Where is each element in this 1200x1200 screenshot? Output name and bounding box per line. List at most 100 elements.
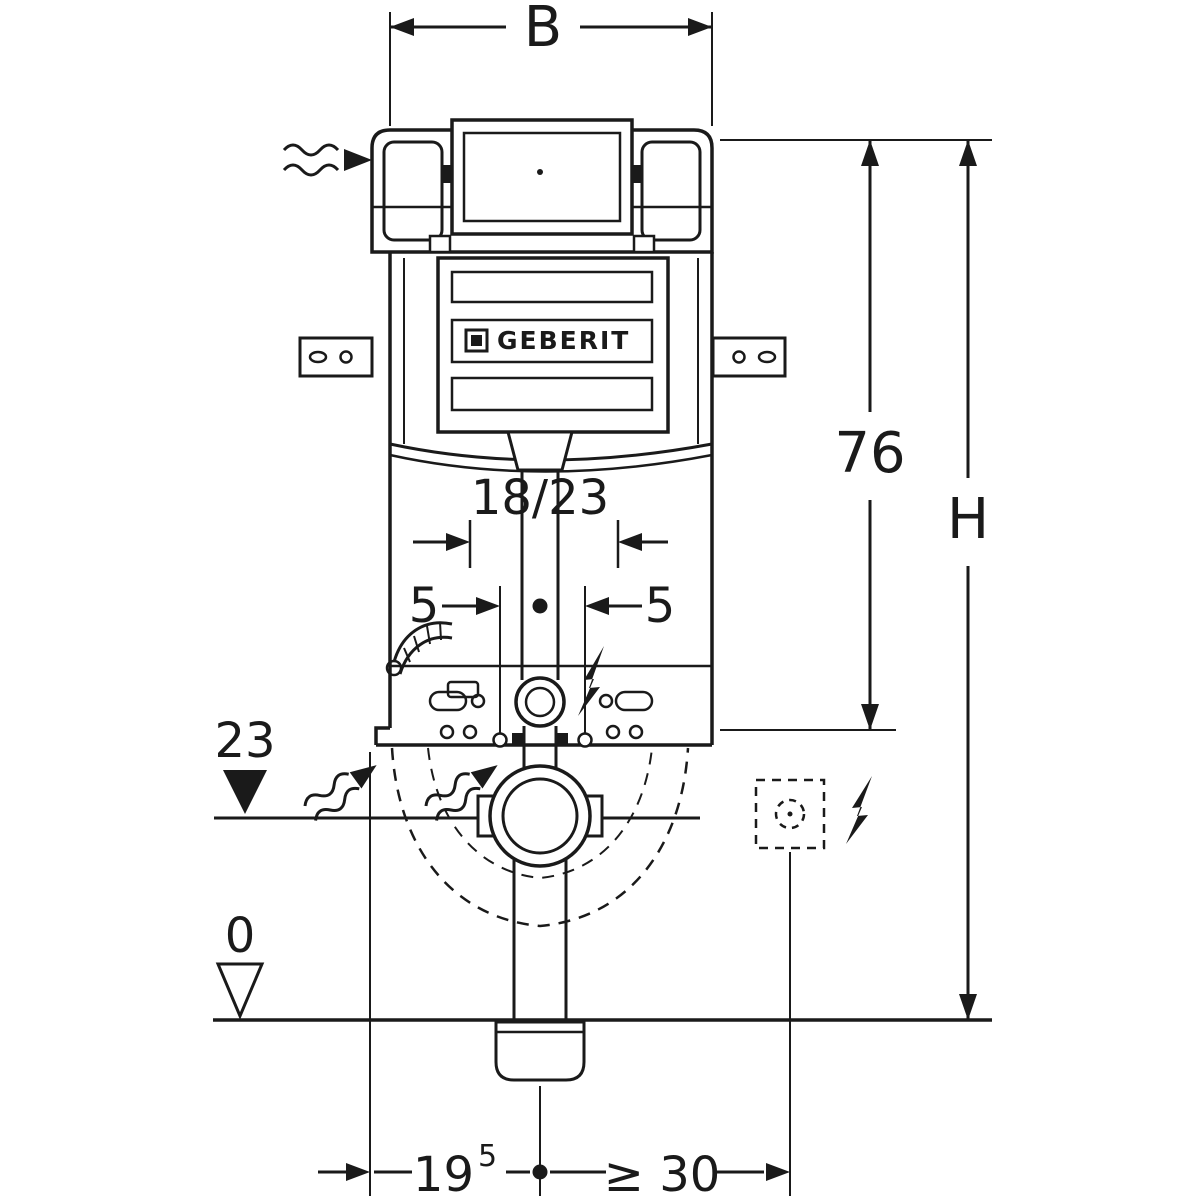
window-center-dot bbox=[537, 169, 543, 175]
flush-actuator-box bbox=[370, 118, 714, 254]
wave-line bbox=[435, 786, 481, 821]
dim-76-label: 76 bbox=[834, 421, 905, 486]
cistern-rib-bottom bbox=[450, 376, 654, 412]
cistern-rib-top bbox=[450, 270, 654, 304]
box-foot-left bbox=[428, 234, 452, 254]
concealed-cistern: GEBERIT bbox=[436, 256, 670, 472]
level-triangle-open-icon bbox=[215, 962, 265, 1020]
arrow-right-icon bbox=[476, 597, 500, 615]
supply-fitting bbox=[446, 680, 480, 699]
hose-rib bbox=[413, 635, 420, 653]
center-point-dot bbox=[532, 598, 548, 614]
brand-label: GEBERIT bbox=[497, 326, 630, 355]
arrow-left-icon bbox=[618, 533, 642, 551]
pipe-clamp-left bbox=[512, 733, 523, 744]
wave-line bbox=[314, 786, 360, 821]
arrow-down-icon bbox=[861, 704, 879, 730]
dim-5-left-label: 5 bbox=[409, 578, 440, 634]
wall-brackets bbox=[298, 336, 787, 378]
supply-hose-inner bbox=[398, 635, 453, 675]
window-tab-right bbox=[632, 165, 641, 183]
frame-foot-left bbox=[374, 726, 390, 745]
electric-box-circle bbox=[774, 798, 806, 830]
access-window-inner bbox=[462, 131, 622, 223]
level-23-marker: 23 bbox=[214, 713, 700, 820]
corner-insert-left bbox=[382, 140, 444, 242]
bracket-right bbox=[711, 336, 787, 378]
base-hole-left bbox=[470, 693, 486, 709]
level-23-label: 23 bbox=[214, 713, 275, 769]
dim-30-label: ≥ 30 bbox=[604, 1147, 721, 1200]
arrow-right-icon bbox=[344, 149, 372, 171]
bracket-left bbox=[298, 336, 374, 378]
dimension-18-23: 18/23 bbox=[413, 470, 668, 568]
dimension-bottom: 19 5 ≥ 30 bbox=[318, 752, 791, 1200]
base-slot-right bbox=[614, 690, 654, 712]
pan-outer-dashed bbox=[390, 747, 690, 928]
dimension-5: 5 5 bbox=[409, 578, 676, 742]
connection-nipple-right bbox=[577, 732, 593, 748]
bracket-left-hole bbox=[339, 350, 353, 364]
arrow-down-icon bbox=[959, 994, 977, 1020]
outlet-circle-outer bbox=[488, 764, 592, 868]
level-0-label: 0 bbox=[225, 908, 256, 964]
bracket-right-slot bbox=[757, 350, 777, 364]
wave-line bbox=[282, 143, 340, 157]
level-0-marker: 0 bbox=[215, 908, 265, 1020]
anchor-hole bbox=[462, 724, 478, 740]
bracket-right-hole bbox=[732, 350, 746, 364]
lightning-bolt-icon bbox=[578, 646, 604, 716]
center-point-dot bbox=[532, 1164, 548, 1180]
electric-box-dashed bbox=[754, 778, 826, 850]
dimension-76: 76 bbox=[720, 139, 992, 731]
lightning-bolt-icon bbox=[846, 776, 872, 844]
level-triangle-filled-icon bbox=[223, 770, 267, 814]
dim-h-label: H bbox=[947, 487, 989, 552]
wave-line bbox=[303, 772, 349, 807]
flush-funnel bbox=[506, 430, 574, 472]
arrow-right-icon bbox=[446, 533, 470, 551]
outlet-circle-inner bbox=[501, 777, 579, 855]
dimension-b: B bbox=[389, 0, 713, 126]
window-tab-left bbox=[443, 165, 452, 183]
electrical-box bbox=[754, 776, 872, 850]
flush-pipe bbox=[512, 470, 568, 772]
pipe-clamp-right bbox=[557, 733, 568, 744]
hose-rib bbox=[439, 621, 442, 641]
base-hole-right bbox=[598, 693, 614, 709]
wave-line bbox=[424, 772, 470, 807]
arrow-right-icon bbox=[349, 765, 377, 789]
corner-insert-right bbox=[640, 140, 702, 242]
water-inlet-arrow-bottom-left bbox=[303, 765, 377, 821]
water-inlet-arrow-top bbox=[282, 143, 372, 177]
dim-5-right-label: 5 bbox=[645, 578, 676, 634]
anchor-hole bbox=[628, 724, 644, 740]
arrow-right-icon bbox=[470, 765, 498, 789]
hose-rib bbox=[403, 647, 411, 663]
electric-box-dot bbox=[787, 811, 793, 817]
arrow-right-icon bbox=[766, 1163, 790, 1181]
frame-base-details bbox=[428, 690, 654, 748]
water-supply-assembly bbox=[385, 621, 480, 699]
box-foot-right bbox=[632, 234, 656, 254]
dim-19-label: 19 bbox=[413, 1147, 474, 1200]
dim-1823-label: 18/23 bbox=[471, 470, 609, 526]
arrow-left-icon bbox=[585, 597, 609, 615]
drain-outlet bbox=[476, 764, 604, 1082]
arrow-up-icon bbox=[959, 140, 977, 166]
supply-hose-outer bbox=[392, 621, 453, 663]
geberit-logo-inner bbox=[471, 335, 482, 346]
arrow-up-icon bbox=[861, 140, 879, 166]
wave-line bbox=[282, 163, 340, 177]
bracket-left-slot bbox=[308, 350, 328, 364]
pipe-bend-inner bbox=[524, 686, 556, 718]
base-slot-left bbox=[428, 690, 468, 712]
anchor-hole bbox=[605, 724, 621, 740]
hose-rib bbox=[426, 625, 431, 645]
dim-19-sup-label: 5 bbox=[478, 1139, 497, 1174]
dim-b-label: B bbox=[524, 0, 562, 60]
arrow-left-icon bbox=[390, 18, 414, 36]
anchor-hole bbox=[439, 724, 455, 740]
